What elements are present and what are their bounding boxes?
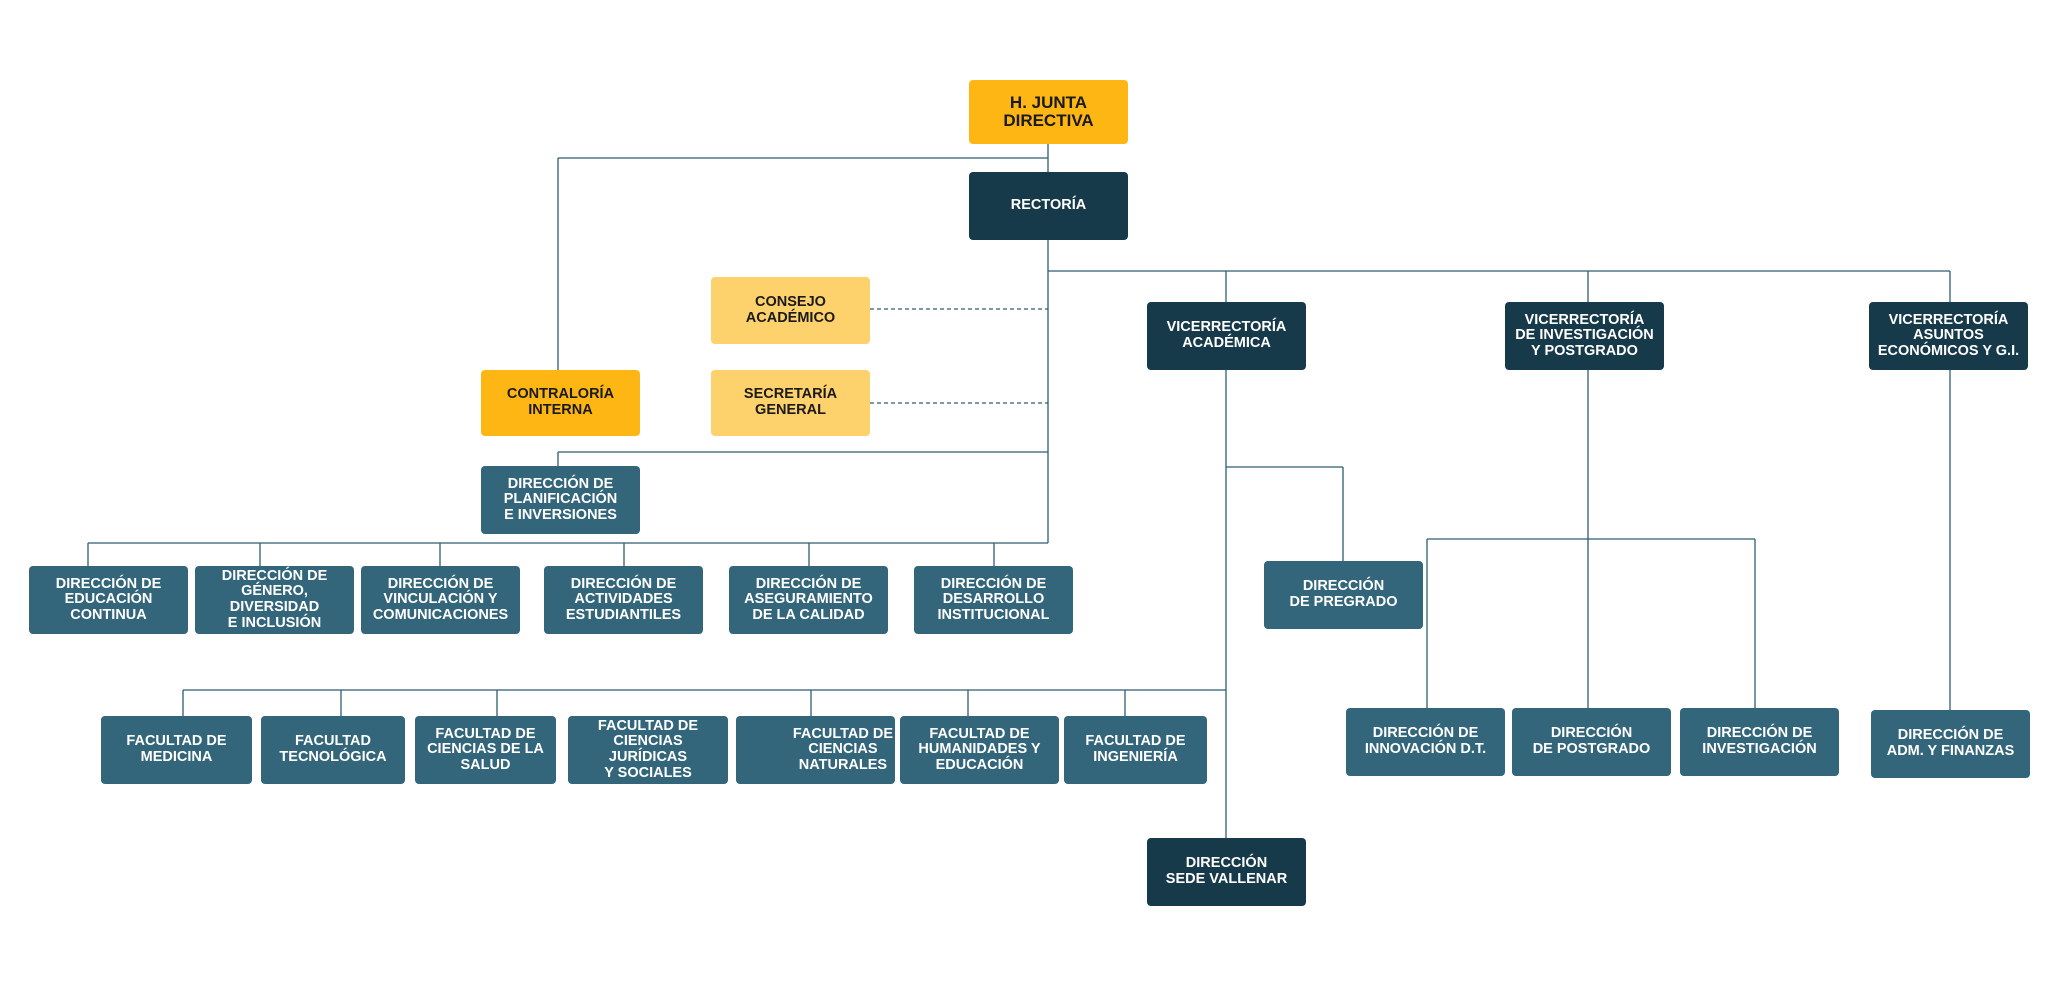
- node-adm-finanzas: DIRECCIÓN DE ADM. Y FINANZAS: [1871, 710, 2030, 778]
- node-postgrado: DIRECCIÓN DE POSTGRADO: [1512, 708, 1671, 776]
- node-facultad-ingenieria: FACULTAD DE INGENIERÍA: [1064, 716, 1207, 784]
- node-facultad-ciencias-salud: FACULTAD DE CIENCIAS DE LA SALUD: [415, 716, 556, 784]
- node-facultad-humanidades: FACULTAD DE HUMANIDADES Y EDUCACIÓN: [900, 716, 1059, 784]
- node-aseguramiento-calidad: DIRECCIÓN DE ASEGURAMIENTO DE LA CALIDAD: [729, 566, 888, 634]
- node-facultad-medicina: FACULTAD DE MEDICINA: [101, 716, 252, 784]
- node-vicerrectoria-economicos: VICERRECTORÍA ASUNTOS ECONÓMICOS Y G.I.: [1869, 302, 2028, 370]
- node-genero-diversidad: DIRECCIÓN DE GÉNERO, DIVERSIDAD E INCLUS…: [195, 566, 354, 634]
- node-rectoria: RECTORÍA: [969, 172, 1128, 240]
- node-junta-directiva: H. JUNTA DIRECTIVA: [969, 80, 1128, 144]
- node-actividades-estudiantiles: DIRECCIÓN DE ACTIVIDADES ESTUDIANTILES: [544, 566, 703, 634]
- node-educacion-continua: DIRECCIÓN DE EDUCACIÓN CONTINUA: [29, 566, 188, 634]
- node-sede-vallenar: DIRECCIÓN SEDE VALLENAR: [1147, 838, 1306, 906]
- node-consejo-academico: CONSEJO ACADÉMICO: [711, 277, 870, 344]
- node-desarrollo-institucional: DIRECCIÓN DE DESARROLLO INSTITUCIONAL: [914, 566, 1073, 634]
- node-innovacion: DIRECCIÓN DE INNOVACIÓN D.T.: [1346, 708, 1505, 776]
- node-facultad-ciencias-naturales: FACULTAD DE CIENCIAS NATURALES: [736, 716, 895, 784]
- node-facultad-tecnologica: FACULTAD TECNOLÓGICA: [261, 716, 405, 784]
- node-facultad-ciencias-juridicas: FACULTAD DE CIENCIAS JURÍDICAS Y SOCIALE…: [568, 716, 728, 784]
- node-planificacion: DIRECCIÓN DE PLANIFICACIÓN E INVERSIONES: [481, 466, 640, 534]
- node-vicerrectoria-investigacion: VICERRECTORÍA DE INVESTIGACIÓN Y POSTGRA…: [1505, 302, 1664, 370]
- node-vinculacion: DIRECCIÓN DE VINCULACIÓN Y COMUNICACIONE…: [361, 566, 520, 634]
- node-vicerrectoria-academica: VICERRECTORÍA ACADÉMICA: [1147, 302, 1306, 370]
- node-investigacion: DIRECCIÓN DE INVESTIGACIÓN: [1680, 708, 1839, 776]
- node-secretaria-general: SECRETARÍA GENERAL: [711, 370, 870, 436]
- node-contraloria-interna: CONTRALORÍA INTERNA: [481, 370, 640, 436]
- node-direccion-pregrado: DIRECCIÓN DE PREGRADO: [1264, 561, 1423, 629]
